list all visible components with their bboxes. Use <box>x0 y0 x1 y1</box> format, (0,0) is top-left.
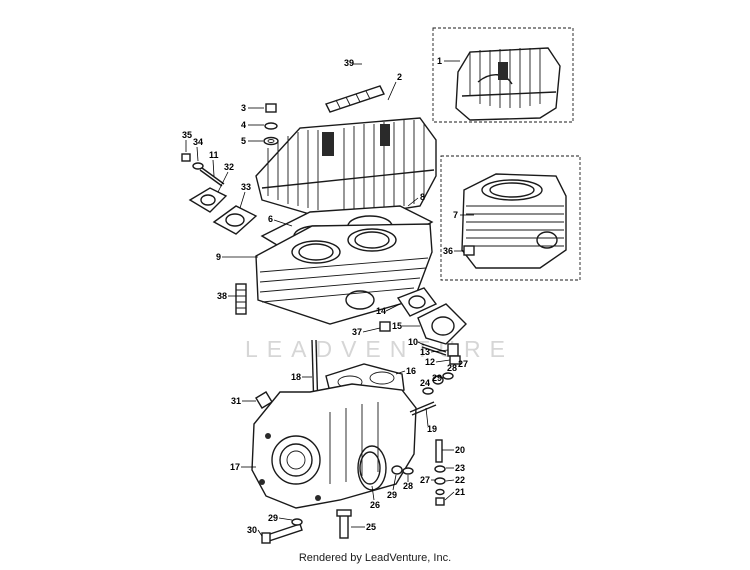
cylinder-single-drawing <box>461 173 567 269</box>
callout-20: 20 <box>455 445 465 455</box>
detail-box-head <box>432 27 574 123</box>
callout-29-lower: 29 <box>387 490 397 500</box>
callout-27-lower: 27 <box>420 475 430 485</box>
callout-35: 35 <box>182 130 192 140</box>
callout-28-lower: 28 <box>403 481 413 491</box>
callout-37: 37 <box>352 327 362 337</box>
callout-19: 19 <box>427 424 437 434</box>
intake-assembly-drawing <box>379 287 467 345</box>
callout-38: 38 <box>217 291 227 301</box>
callout-29-base: 29 <box>268 513 278 523</box>
callout-28: 28 <box>447 363 457 373</box>
detail-box-cylinder <box>440 155 581 281</box>
callout-6: 6 <box>268 214 273 224</box>
callout-39: 39 <box>344 58 354 68</box>
callout-16: 16 <box>406 366 416 376</box>
head-bolt-strip-drawing <box>325 85 385 113</box>
callout-1: 1 <box>437 56 442 66</box>
callout-36: 36 <box>443 246 453 256</box>
callout-26: 26 <box>370 500 380 510</box>
cylinder-head-single-drawing <box>455 47 561 121</box>
watermark-text: LEADVENTURE <box>245 336 514 362</box>
footer-credit: Rendered by LeadVenture, Inc. <box>298 552 452 564</box>
callout-17: 17 <box>230 462 240 472</box>
exhaust-gaskets-drawing <box>188 187 258 235</box>
callout-31: 31 <box>231 396 241 406</box>
crankcase-drawing <box>251 383 417 509</box>
cylinder-nut-drawing <box>463 245 475 256</box>
callout-8: 8 <box>420 192 425 202</box>
mount-hardware-drawing <box>409 401 446 506</box>
callout-15: 15 <box>392 321 402 331</box>
callout-30: 30 <box>247 525 257 535</box>
callout-13: 13 <box>420 347 430 357</box>
callout-9: 9 <box>216 252 221 262</box>
head-hardware-drawing <box>263 103 279 146</box>
callout-14: 14 <box>376 306 386 316</box>
cylinder-head-twin-drawing <box>255 117 437 221</box>
base-bolts-drawing <box>261 509 352 544</box>
callout-18: 18 <box>291 372 301 382</box>
callout-10: 10 <box>408 337 418 347</box>
callout-21: 21 <box>455 487 465 497</box>
callout-24: 24 <box>420 378 430 388</box>
callout-29: 29 <box>432 373 442 383</box>
callout-2: 2 <box>397 72 402 82</box>
callout-12: 12 <box>425 357 435 367</box>
callout-group: 39 2 1 3 4 5 35 34 11 32 33 6 8 7 36 9 3… <box>182 56 474 537</box>
callout-34: 34 <box>193 137 203 147</box>
callout-33: 33 <box>241 182 251 192</box>
callout-5: 5 <box>241 136 246 146</box>
callout-23: 23 <box>455 463 465 473</box>
lower-washers-drawing <box>391 465 414 475</box>
callout-22: 22 <box>455 475 465 485</box>
oil-seal-drawing <box>359 451 381 485</box>
callout-11: 11 <box>209 150 219 160</box>
callout-32: 32 <box>224 162 234 172</box>
callout-3: 3 <box>241 103 246 113</box>
callout-7: 7 <box>453 210 458 220</box>
cylinder-twin-drawing <box>255 223 433 325</box>
cylinder-stud-strip-drawing <box>235 283 247 315</box>
stud-assembly-drawing <box>181 153 225 187</box>
callout-25: 25 <box>366 522 376 532</box>
callout-27: 27 <box>458 359 468 369</box>
callout-4: 4 <box>241 120 246 130</box>
